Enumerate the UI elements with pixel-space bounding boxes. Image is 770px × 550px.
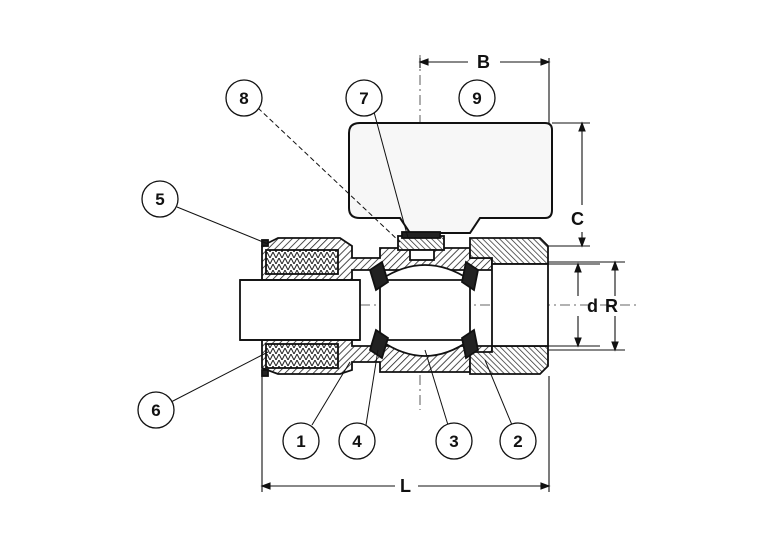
- dimension-label-d: d: [587, 296, 598, 316]
- dimension-lines: [260, 58, 625, 492]
- dimension-label-r: R: [605, 296, 618, 316]
- callout-6: 6: [137, 391, 175, 429]
- dimension-label-b: B: [477, 52, 490, 72]
- leader-lines: [170, 107, 513, 426]
- dimension-label-c: C: [571, 209, 584, 229]
- valve-body: [239, 231, 549, 377]
- callout-8: 8: [225, 79, 263, 117]
- callout-3: 3: [435, 422, 473, 460]
- callout-3-label: 3: [449, 432, 458, 451]
- callout-1: 1: [282, 422, 320, 460]
- callout-2-label: 2: [513, 432, 522, 451]
- callout-4-label: 4: [352, 432, 362, 451]
- dimension-label-l: L: [400, 476, 411, 496]
- callout-2: 2: [499, 422, 537, 460]
- callout-1-label: 1: [296, 432, 305, 451]
- handle: [348, 122, 553, 234]
- callout-5-label: 5: [155, 190, 164, 209]
- callout-9-label: 9: [472, 89, 481, 108]
- callout-7-label: 7: [359, 89, 368, 108]
- callout-9: 9: [458, 79, 496, 117]
- callout-4: 4: [338, 422, 376, 460]
- callout-6-label: 6: [151, 401, 160, 420]
- callout-5: 5: [141, 180, 179, 218]
- callout-7: 7: [345, 79, 383, 117]
- callout-8-label: 8: [239, 89, 248, 108]
